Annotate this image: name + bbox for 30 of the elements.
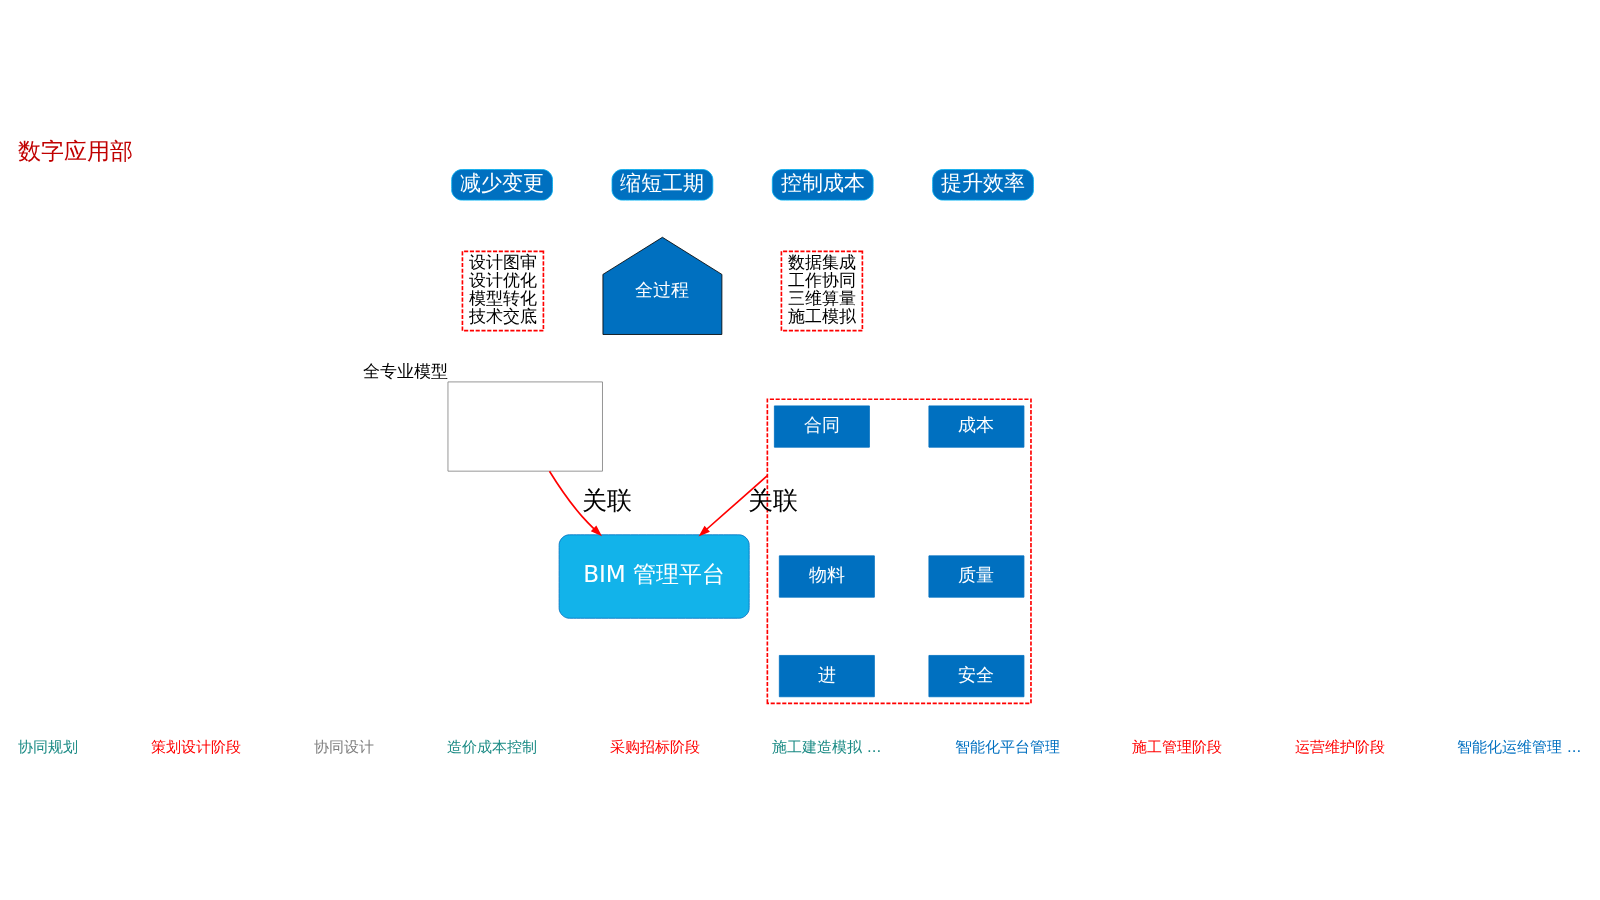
node-box: 进: [778, 654, 875, 697]
node-box: 质量: [928, 554, 1025, 598]
arrow: [698, 474, 769, 536]
node-box: 成本: [928, 404, 1025, 448]
label: 造价成本控制: [447, 737, 538, 756]
label: 施工建造模拟 ...: [772, 737, 882, 756]
diagram-title: 数字应用部: [18, 137, 134, 164]
node-box: 物料: [778, 554, 875, 598]
node-box: [447, 381, 603, 472]
node-box: 减少变更: [451, 168, 553, 201]
label: 协同设计: [314, 737, 375, 756]
node-box: 控制成本: [771, 168, 874, 201]
node-box: 设计图审 设计优化 模型转化 技术交底: [461, 250, 545, 331]
label: 运营维护阶段: [1295, 737, 1386, 756]
node-box: 提升效率: [932, 168, 1034, 201]
node-box: BIM 管理平台: [558, 533, 750, 619]
label: 智能化运维管理 ...: [1457, 737, 1582, 756]
label: 施工管理阶段: [1132, 737, 1223, 756]
label: 策划设计阶段: [151, 737, 242, 756]
node-box: 合同: [773, 404, 870, 448]
node-box: 数据集成 工作协同 三维算量 施工模拟: [780, 250, 864, 331]
edge-label: 关联: [582, 485, 633, 515]
label: 协同规划: [18, 737, 79, 756]
node-box: 安全: [928, 654, 1025, 697]
arrow: [548, 469, 602, 536]
node-box: 缩短工期: [611, 168, 714, 201]
edge-label: 关联: [747, 485, 798, 515]
node-label: 全专业模型: [363, 361, 449, 381]
label: 采购招标阶段: [609, 737, 700, 756]
label: 智能化平台管理: [954, 737, 1060, 756]
